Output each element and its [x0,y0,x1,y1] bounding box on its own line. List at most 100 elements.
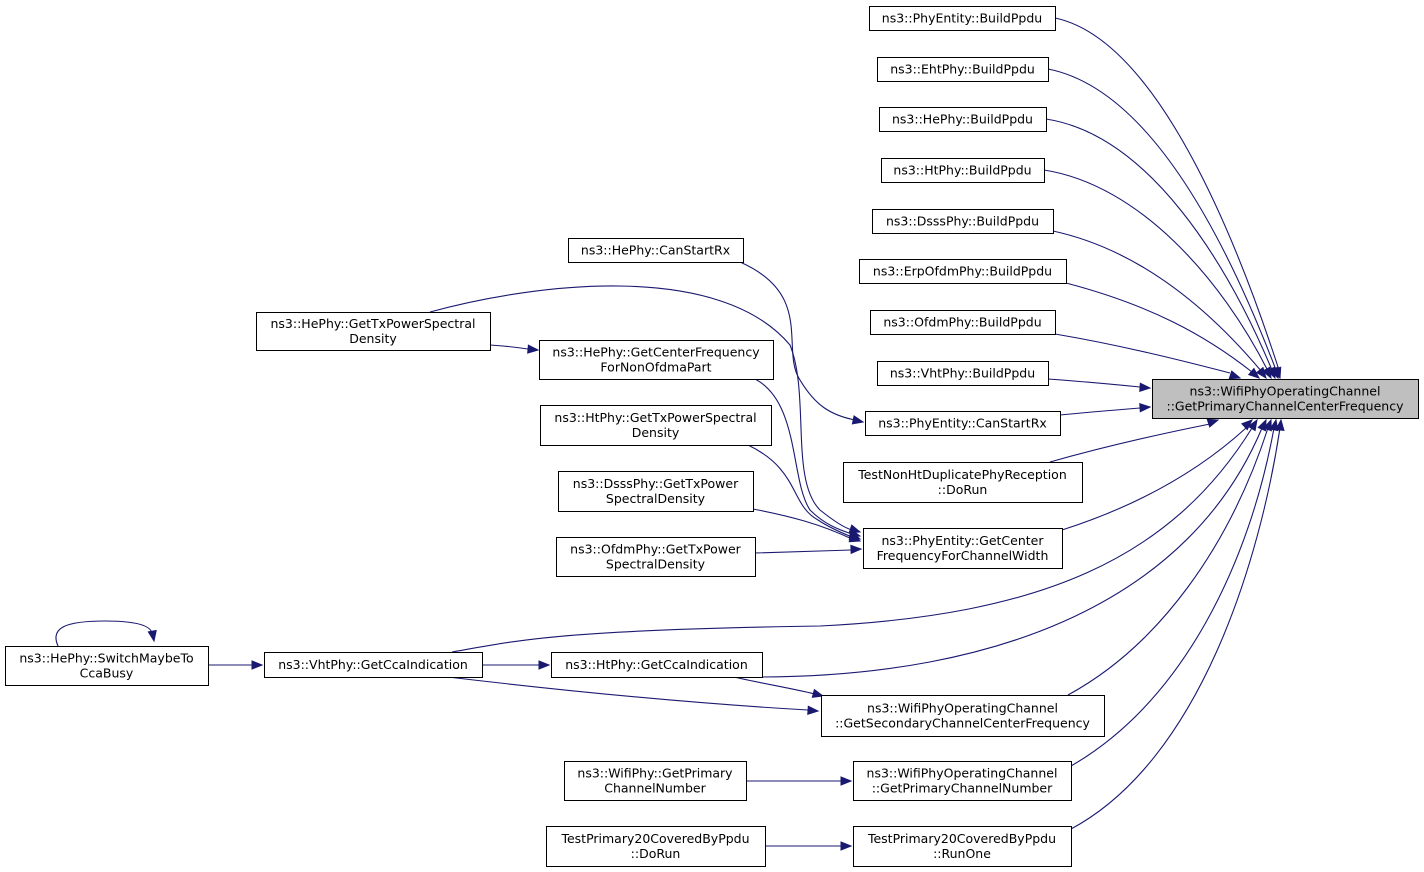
node-box [540,405,772,446]
arrowhead-icon [1269,418,1279,432]
node-label: ::GetSecondaryChannelCenterFrequency [835,716,1090,731]
edge-line [1061,427,1247,531]
node-box [853,826,1072,867]
node-testnonht[interactable]: TestNonHtDuplicatePhyReception::DoRun [843,462,1083,503]
edge-testp20-runone-to-root [1070,418,1285,830]
node-box [853,761,1072,801]
node-erp-buildppdu[interactable]: ns3::ErpOfdmPhy::BuildPpdu [859,259,1067,284]
node-vht-buildppdu[interactable]: ns3::VhtPhy::BuildPpdu [877,361,1049,386]
node-label: ForNonOfdmaPart [600,360,711,375]
node-box [564,761,747,801]
node-label: ns3::HtPhy::GetTxPowerSpectral [554,410,756,425]
node-label: ::DoRun [938,482,988,497]
arrowhead-icon [851,415,865,425]
edge-line [1067,427,1269,696]
edge-line [1070,427,1275,767]
node-woc-getprimarynum[interactable]: ns3::WifiPhyOperatingChannel::GetPrimary… [853,761,1072,801]
edge-line [1043,169,1269,372]
node-label: ::GetPrimaryChannelCenterFrequency [1167,399,1405,414]
node-box [877,361,1049,386]
node-label: ns3::VhtPhy::BuildPpdu [890,366,1035,381]
node-box [843,462,1083,503]
edge-eht-buildppdu-to-root [1047,68,1279,380]
node-ht-buildppdu[interactable]: ns3::HtPhy::BuildPpdu [881,158,1045,183]
node-box [558,471,754,512]
node-box [539,340,774,380]
edge-line [1047,68,1277,371]
node-label: ns3::WifiPhyOperatingChannel [867,766,1058,781]
node-label: ns3::HePhy::CanStartRx [581,243,730,258]
node-he-canstartrx[interactable]: ns3::HePhy::CanStartRx [568,238,744,263]
node-vht-getcca[interactable]: ns3::VhtPhy::GetCcaIndication [264,652,483,678]
edge-line [752,377,853,535]
arrowhead-icon [1255,366,1267,380]
arrowhead-icon [1247,367,1261,379]
edge-line [451,427,1253,653]
node-pe-getcenterfreq[interactable]: ns3::PhyEntity::GetCenterFrequencyForCha… [863,528,1063,569]
edge-line [1054,17,1280,371]
node-label: ns3::PhyEntity::CanStartRx [878,416,1047,431]
edge-he-switchcca-to-he-switchcca [55,620,157,647]
node-testp20-dorun[interactable]: TestPrimary20CoveredByPpdu::DoRun [546,826,766,867]
edge-pe-canstartrx-to-root [1059,403,1152,416]
edge-line [761,427,1263,678]
arrowhead-icon [1275,418,1285,431]
node-label: ns3::DsssPhy::GetTxPower [573,476,739,491]
node-label: ::GetPrimaryChannelNumber [872,781,1053,796]
edge-ht-getcca-to-woc-getsecondary [733,676,825,698]
node-label: ns3::DsssPhy::BuildPpdu [886,214,1039,229]
arrowhead-icon [538,660,551,670]
node-box [872,209,1054,234]
node-dsss-buildppdu[interactable]: ns3::DsssPhy::BuildPpdu [872,209,1054,234]
node-root[interactable]: ns3::WifiPhyOperatingChannel::GetPrimary… [1152,379,1419,419]
node-box [821,695,1105,737]
node-woc-getsecondary[interactable]: ns3::WifiPhyOperatingChannel::GetSeconda… [821,695,1105,737]
node-label: ns3::OfdmPhy::BuildPpdu [883,315,1041,330]
node-he-buildppdu[interactable]: ns3::HePhy::BuildPpdu [879,107,1047,132]
node-box [5,646,209,686]
edge-testp20-dorun-to-testp20-runone [765,841,853,851]
edge-line [1054,333,1231,374]
node-box [256,312,491,351]
arrowhead-icon [840,776,853,786]
edge-dsss-gettxpsd-to-pe-getcenterfreq [752,508,862,543]
node-pe-canstartrx[interactable]: ns3::PhyEntity::CanStartRx [865,411,1061,436]
node-pe-buildppdu[interactable]: ns3::PhyEntity::BuildPpdu [869,6,1056,31]
edge-line [1047,378,1141,388]
node-label: ChannelNumber [604,781,706,796]
edge-he-canstartrx-to-pe-canstartrx [739,261,865,425]
arrowhead-icon [840,841,853,851]
node-wifiphy-getprimarynum[interactable]: ns3::WifiPhy::GetPrimaryChannelNumber [564,761,747,801]
node-label: ns3::VhtPhy::GetCcaIndication [278,657,468,672]
node-label: ns3::OfdmPhy::GetTxPower [570,542,741,557]
node-ht-getcca[interactable]: ns3::HtPhy::GetCcaIndication [551,652,763,678]
node-ofdm-buildppdu[interactable]: ns3::OfdmPhy::BuildPpdu [870,310,1056,335]
node-label: ns3::WifiPhy::GetPrimary [577,766,733,781]
edge-vht-getcca-to-ht-getcca [482,660,551,670]
node-testp20-runone[interactable]: TestPrimary20CoveredByPpdu::RunOne [853,826,1072,867]
node-he-getcfnonofdma[interactable]: ns3::HePhy::GetCenterFrequencyForNonOfdm… [539,340,774,380]
edge-ofdm-buildppdu-to-root [1054,333,1242,380]
edge-line [1049,423,1211,463]
node-box [264,652,483,678]
edge-dsss-buildppdu-to-root [1052,230,1267,380]
edge-line [733,676,816,695]
edge-woc-getsecondary-to-root [1067,418,1272,696]
node-box [869,6,1056,31]
edge-line [747,444,853,538]
edge-line [447,676,809,711]
node-box [877,57,1049,82]
node-label: ns3::HePhy::GetCenterFrequency [552,345,760,360]
edge-ofdm-gettxpsd-to-pe-getcenterfreq [754,544,863,555]
edge-line [1065,282,1253,373]
node-box [546,826,766,867]
node-eht-buildppdu[interactable]: ns3::EhtPhy::BuildPpdu [877,57,1049,82]
edge-he-buildppdu-to-root [1045,118,1276,380]
node-box [1152,379,1419,419]
node-box [881,158,1045,183]
